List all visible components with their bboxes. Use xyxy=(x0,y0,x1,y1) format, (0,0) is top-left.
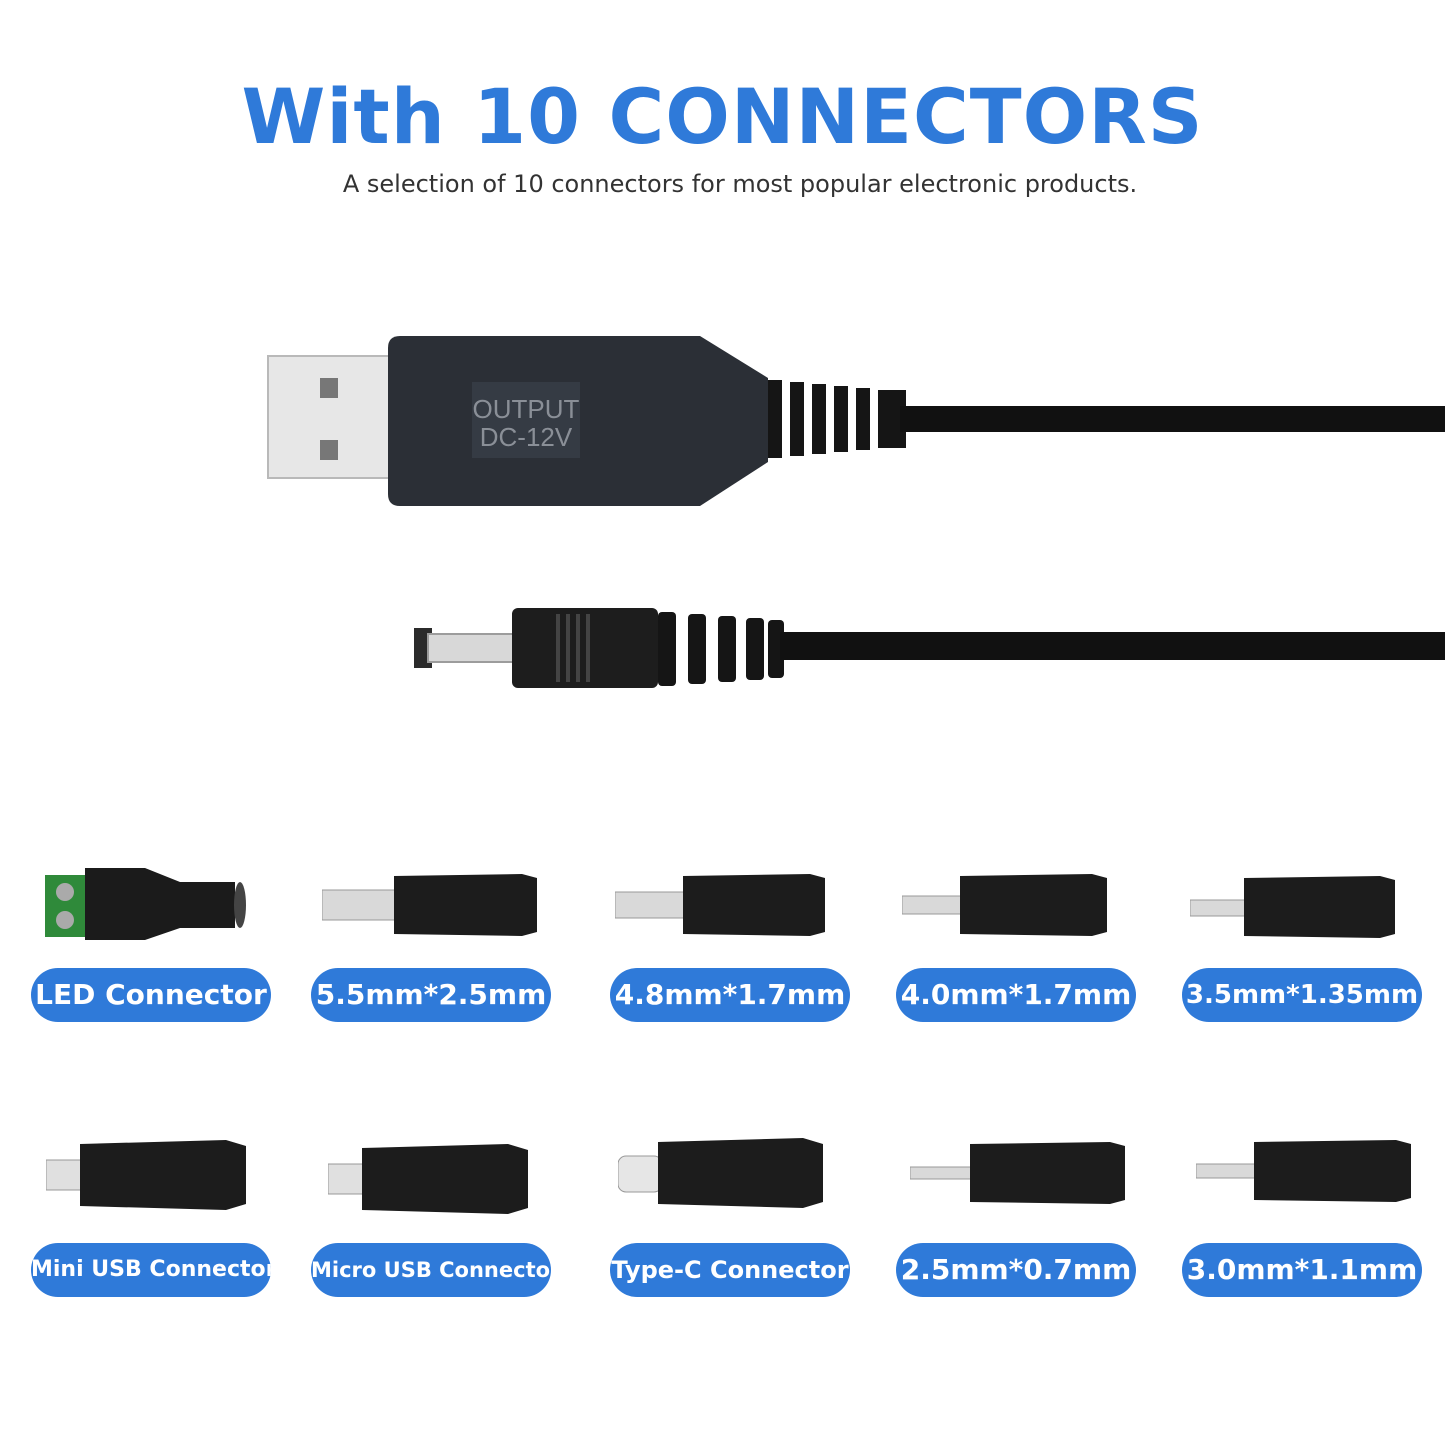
label-2-5mm-0-7mm: 2.5mm*0.7mm xyxy=(896,1243,1136,1297)
dc-plug-body xyxy=(512,608,658,688)
connector-2-5-image xyxy=(910,1142,1125,1204)
connector-3-0-image xyxy=(1196,1140,1411,1202)
label-led-connector: LED Connector xyxy=(31,968,271,1022)
connector-4-0-image xyxy=(902,874,1107,936)
usb-cable-illustration: OUTPUT DC-12V xyxy=(267,336,1445,688)
usb-plug-slot-bottom xyxy=(320,440,338,460)
connector-5-5-image xyxy=(322,874,537,936)
strain-relief-lower xyxy=(658,612,784,686)
type-c-connector-image xyxy=(618,1138,823,1208)
cable-wire-lower xyxy=(780,632,1445,660)
micro-usb-connector-image xyxy=(328,1144,528,1214)
label-micro-usb-connector: Micro USB Connector xyxy=(311,1243,551,1297)
label-5-5mm-2-5mm: 5.5mm*2.5mm xyxy=(311,968,551,1022)
page-title: With 10 CONNECTORS xyxy=(241,72,1204,161)
dc-plug-grip xyxy=(556,614,590,682)
label-mini-usb-connector: Mini USB Connector xyxy=(31,1243,271,1297)
connector-3-5-image xyxy=(1190,876,1395,938)
converter-print-line1: OUTPUT xyxy=(473,394,580,424)
dc-plug-barrel xyxy=(427,633,519,663)
usb-plug-slot-top xyxy=(320,378,338,398)
mini-usb-connector-image xyxy=(46,1140,246,1210)
label-3-5mm-1-35mm: 3.5mm*1.35mm xyxy=(1182,968,1422,1022)
cable-wire-upper xyxy=(900,406,1445,432)
label-3-0mm-1-1mm: 3.0mm*1.1mm xyxy=(1182,1243,1422,1297)
label-type-c-connector: Type-C Connector xyxy=(610,1243,850,1297)
label-4-8mm-1-7mm: 4.8mm*1.7mm xyxy=(610,968,850,1022)
connector-4-8-image xyxy=(615,874,825,936)
strain-relief-upper xyxy=(768,380,906,458)
page-subtitle: A selection of 10 connectors for most po… xyxy=(342,170,1138,198)
converter-print-line2: DC-12V xyxy=(480,422,573,452)
label-4-0mm-1-7mm: 4.0mm*1.7mm xyxy=(896,968,1136,1022)
led-connector-image xyxy=(45,868,246,940)
converter-print-area xyxy=(472,382,580,458)
